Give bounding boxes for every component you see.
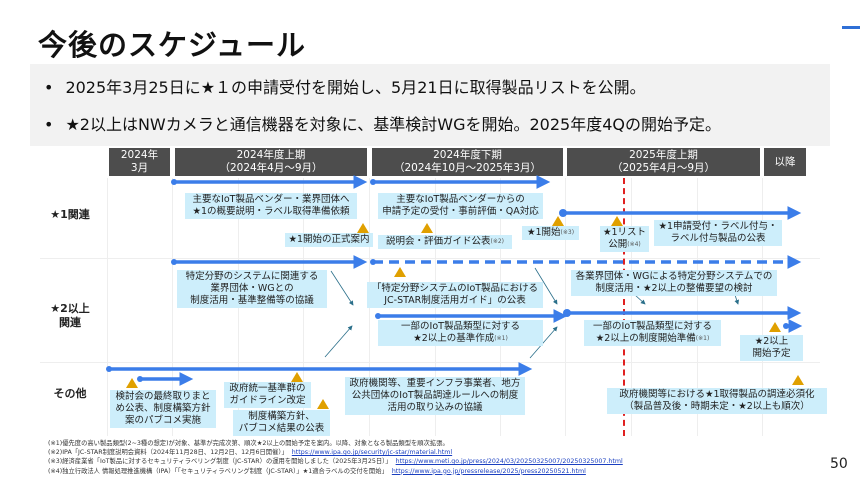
period-header: 2024年 3月 xyxy=(109,148,170,176)
footnote-text: (※4)独立行政法人 情報処理推進機構（IPA）「「セキュリティラベリング制度（… xyxy=(48,467,388,475)
row-divider xyxy=(40,362,820,363)
row-label-star2: ★2以上 関連 xyxy=(50,302,90,329)
row-label-other: その他 xyxy=(53,387,87,400)
grid-line xyxy=(631,178,632,436)
arrow-star1-h1 xyxy=(171,175,368,189)
task-box: 一部のIoT製品類型に対する ★2以上の基準作成(※1) xyxy=(378,320,543,346)
grid-line xyxy=(565,178,566,436)
connector xyxy=(330,270,354,306)
period-header: 2025年度上期 （2025年4月～9月） xyxy=(567,148,760,176)
footnote-link[interactable]: https://www.meti.go.jp/press/2024/03/202… xyxy=(395,458,623,466)
milestone-box: ★1リスト 公開(※4) xyxy=(600,226,649,252)
row-label-star1: ★1関連 xyxy=(50,208,90,221)
task-box: 一部のIoT製品類型に対する ★2以上の制度開始準備(※1) xyxy=(584,320,721,346)
milestone-box: 説明会・評価ガイド公表(※2) xyxy=(378,235,512,249)
milestone-box: 「特定分野システムのIoT製品における JC-STAR制度活用ガイド」の公表 xyxy=(367,282,543,308)
arrow-star2-dashed xyxy=(370,255,802,269)
arrow-other-main xyxy=(106,362,533,376)
accent-bar xyxy=(842,26,860,29)
footnote-link[interactable]: https://www.ipa.go.jp/security/jc-star/m… xyxy=(291,449,453,457)
current-date-line xyxy=(623,178,625,436)
summary-box: 2025年3月25日に★１の申請受付を開始し、5月21日に取得製品リストを公開。… xyxy=(30,64,830,146)
arrow-star1-h2 xyxy=(370,175,551,189)
footnote: (※1)優先度の高い製品類型(2~3種の想定)が対象、基準が完成次第、順次★2以… xyxy=(48,439,623,448)
footnote: (※2)IPA「JC-STAR制度説明会資料（2024年11月28日、12月2日… xyxy=(48,448,623,457)
task-box: 特定分野のシステムに関連する 業界団体・WGとの 制度活用・基準整備等の協議 xyxy=(177,270,327,308)
summary-bullet: ★2以上はNWカメラと通信機器を対象に、基準検討WGを開始。2025年度4Qの開… xyxy=(44,111,721,135)
footnote-ref: (※2) xyxy=(490,238,505,245)
milestone-icon xyxy=(357,223,369,233)
arrow-star2-start xyxy=(783,319,803,333)
arrow-star1-operation xyxy=(559,206,802,220)
task-text: 一部のIoT製品類型に対する ★2以上の制度開始準備 xyxy=(593,321,712,344)
grid-line xyxy=(697,178,698,436)
milestone-box: ★2以上 開始予定 xyxy=(740,335,803,361)
page-number: 50 xyxy=(830,456,848,472)
task-box: 各業界団体・WGによる特定分野システムでの 制度活用・★2以上の整備要望の検討 xyxy=(571,270,777,296)
milestone-icon xyxy=(126,378,138,388)
milestone-box: 制度構築方針、 パブコメ結果の公表 xyxy=(233,410,330,436)
task-text: 一部のIoT製品類型に対する ★2以上の基準作成 xyxy=(401,321,520,344)
footnotes: (※1)優先度の高い製品類型(2~3種の想定)が対象、基準が完成次第、順次★2以… xyxy=(48,439,623,476)
milestone-box: 政府統一基準群の ガイドライン改定 xyxy=(224,382,311,408)
connector xyxy=(529,326,558,359)
task-box: 政府機関等における★1取得製品の調達必須化 （製品普及後・時期未定・★2以上も順… xyxy=(607,388,827,414)
milestone-box: ★1開始の正式案内 xyxy=(285,233,373,247)
footnote-text: (※2)IPA「JC-STAR制度説明会資料（2024年11月28日、12月2日… xyxy=(48,449,288,457)
footnote-ref: (※3) xyxy=(560,229,575,236)
milestone-icon xyxy=(291,372,303,382)
milestone-icon xyxy=(394,267,406,277)
milestone-icon xyxy=(317,399,329,409)
task-box: 検討会の最終取りまと め公表、制度構築方針 案のパブコメ実施 xyxy=(110,390,216,428)
grid-line xyxy=(107,178,108,436)
period-header: 2024年度上期 （2024年4月～9月） xyxy=(175,148,367,176)
task-box: 主要なIoT製品ベンダーからの 申請予定の受付・事前評価・QA対応 xyxy=(378,193,543,219)
task-box: ★1申請受付・ラベル付与・ ラベル付与製品の公表 xyxy=(654,220,782,246)
row-divider xyxy=(40,258,820,259)
footnote-ref: (※1) xyxy=(695,335,710,342)
period-header: 以降 xyxy=(764,148,806,176)
grid-line xyxy=(172,178,173,436)
footnote-link[interactable]: https://www.ipa.go.jp/pressrelease/2025/… xyxy=(391,467,586,475)
arrow-star2-criteria xyxy=(375,309,568,323)
page-title: 今後のスケジュール xyxy=(38,28,306,62)
milestone-icon xyxy=(792,375,804,385)
summary-bullet: 2025年3月25日に★１の申請受付を開始し、5月21日に取得製品リストを公開。 xyxy=(44,74,645,98)
period-header: 2024年度下期 （2024年10月～2025年3月） xyxy=(372,148,563,176)
arrow-other-short xyxy=(137,372,194,386)
connector xyxy=(534,267,558,305)
milestone-box: ★1開始(※3) xyxy=(522,226,579,240)
connector xyxy=(324,325,353,358)
milestone-text: ★1リスト 公開 xyxy=(602,227,647,250)
milestone-icon xyxy=(769,322,781,332)
arrow-star2-discussion xyxy=(171,255,368,269)
connector xyxy=(734,294,740,305)
footnote-ref: (※1) xyxy=(494,335,508,342)
footnote-ref: (※4) xyxy=(627,241,641,248)
footnote-text: (※3)経済産業省「IoT製品に対するセキュリティラベリング制度（JC-STAR… xyxy=(48,458,392,466)
connector xyxy=(634,294,646,305)
task-box: 主要なIoT製品ベンダー・業界団体へ ★1の概要説明・ラベル取得準備依頼 xyxy=(185,193,357,219)
footnote: (※3)経済産業省「IoT製品に対するセキュリティラベリング制度（JC-STAR… xyxy=(48,457,623,466)
milestone-icon xyxy=(552,216,564,226)
milestone-text: ★1開始 xyxy=(526,227,561,238)
arrow-star2-prep xyxy=(563,306,802,320)
milestone-icon xyxy=(611,216,623,226)
footnote-text: (※1)優先度の高い製品類型(2~3種の想定)が対象、基準が完成次第、順次★2以… xyxy=(48,440,449,447)
milestone-icon xyxy=(421,223,433,233)
task-box: 政府機関等、重要インフラ事業者、地方 公共団体のIoT製品調達ルールへの制度 活… xyxy=(345,377,525,415)
grid-line xyxy=(762,178,763,436)
footnote: (※4)独立行政法人 情報処理推進機構（IPA）「「セキュリティラベリング制度（… xyxy=(48,467,623,476)
milestone-text: 説明会・評価ガイド公表 xyxy=(385,236,491,247)
